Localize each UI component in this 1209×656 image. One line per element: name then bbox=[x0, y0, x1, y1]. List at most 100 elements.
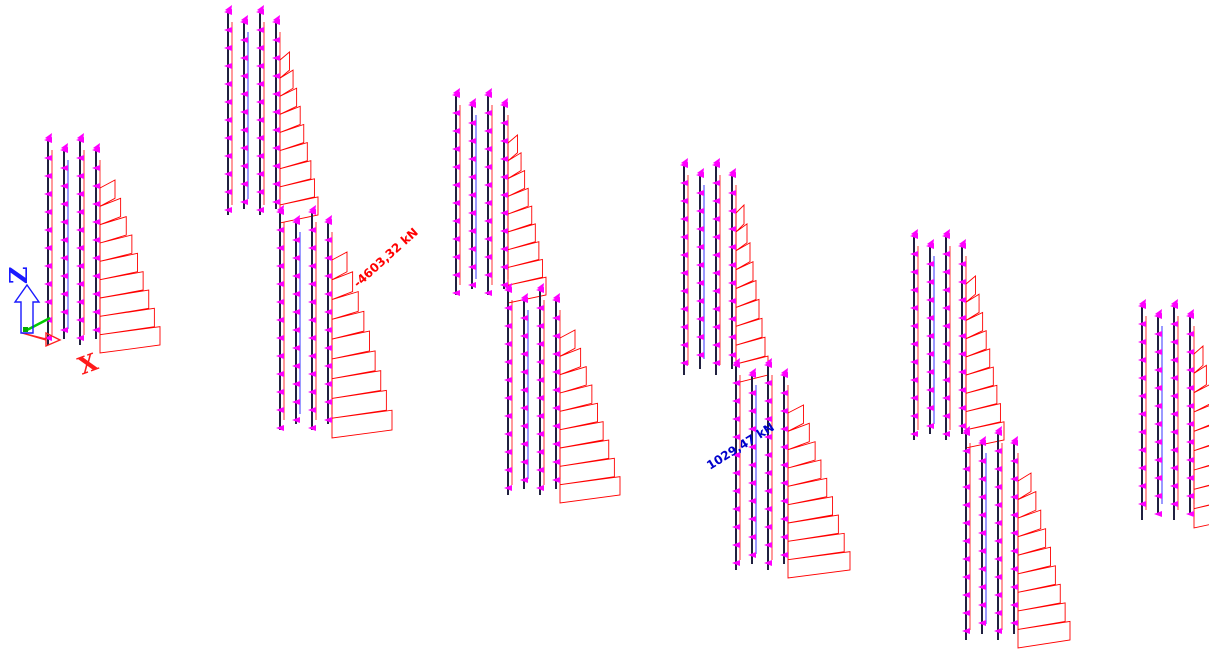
support-marker-icon bbox=[324, 399, 332, 405]
support-marker-icon bbox=[696, 280, 704, 286]
support-marker-icon bbox=[696, 226, 704, 232]
support-marker-icon bbox=[308, 227, 316, 233]
support-marker-icon bbox=[696, 352, 704, 358]
support-marker-icon bbox=[680, 216, 688, 222]
support-marker-icon bbox=[500, 282, 508, 288]
force-diagram bbox=[735, 203, 769, 384]
support-marker-icon bbox=[764, 416, 772, 422]
support-marker-icon bbox=[292, 345, 300, 351]
support-marker-icon bbox=[76, 227, 84, 233]
x-axis-arrow bbox=[21, 331, 62, 348]
support-marker-icon bbox=[1154, 511, 1162, 517]
support-marker-icon bbox=[748, 480, 756, 486]
support-marker-icon bbox=[696, 190, 704, 196]
support-marker-icon bbox=[1010, 566, 1018, 572]
support-marker-icon bbox=[276, 299, 284, 305]
support-marker-icon bbox=[308, 425, 316, 431]
support-marker-icon bbox=[224, 153, 232, 159]
support-marker-icon bbox=[452, 290, 460, 296]
support-marker-icon bbox=[536, 413, 544, 419]
support-marker-icon bbox=[92, 327, 100, 333]
support-marker-icon bbox=[504, 413, 512, 419]
support-marker-icon bbox=[1154, 475, 1162, 481]
support-marker-icon bbox=[504, 323, 512, 329]
support-marker-icon bbox=[1010, 476, 1018, 482]
support-marker-icon bbox=[926, 333, 934, 339]
support-marker-icon bbox=[959, 239, 966, 247]
support-marker-icon bbox=[958, 351, 966, 357]
support-marker-icon bbox=[484, 236, 492, 242]
support-marker-icon bbox=[978, 458, 986, 464]
support-marker-icon bbox=[994, 556, 1002, 562]
column-block bbox=[452, 88, 547, 304]
support-marker-icon bbox=[76, 155, 84, 161]
support-marker-icon bbox=[1138, 321, 1146, 327]
support-marker-icon bbox=[994, 502, 1002, 508]
support-marker-icon bbox=[1171, 299, 1178, 307]
support-marker-icon bbox=[44, 299, 52, 305]
support-marker-icon bbox=[728, 208, 736, 214]
support-marker-icon bbox=[501, 98, 508, 106]
support-marker-icon bbox=[553, 293, 560, 301]
support-marker-icon bbox=[728, 298, 736, 304]
support-marker-icon bbox=[994, 574, 1002, 580]
support-marker-icon bbox=[781, 368, 788, 376]
support-marker-icon bbox=[696, 334, 704, 340]
support-marker-icon bbox=[536, 341, 544, 347]
support-marker-icon bbox=[536, 323, 544, 329]
support-marker-icon bbox=[680, 234, 688, 240]
support-marker-icon bbox=[92, 183, 100, 189]
support-marker-icon bbox=[732, 452, 740, 458]
support-marker-icon bbox=[504, 305, 512, 311]
support-marker-icon bbox=[60, 327, 68, 333]
support-marker-icon bbox=[520, 423, 528, 429]
support-marker-icon bbox=[452, 146, 460, 152]
support-marker-icon bbox=[1186, 457, 1194, 463]
support-marker-icon bbox=[962, 628, 970, 634]
support-marker-icon bbox=[1138, 411, 1146, 417]
support-marker-icon bbox=[958, 333, 966, 339]
support-marker-icon bbox=[292, 399, 300, 405]
support-marker-icon bbox=[60, 255, 68, 261]
support-marker-icon bbox=[911, 229, 918, 237]
support-marker-icon bbox=[1154, 367, 1162, 373]
support-marker-icon bbox=[958, 279, 966, 285]
support-marker-icon bbox=[309, 205, 316, 213]
support-marker-icon bbox=[764, 506, 772, 512]
support-marker-icon bbox=[1170, 465, 1178, 471]
support-marker-icon bbox=[696, 208, 704, 214]
support-marker-icon bbox=[500, 120, 508, 126]
support-marker-icon bbox=[780, 552, 788, 558]
support-marker-icon bbox=[680, 342, 688, 348]
support-marker-icon bbox=[452, 218, 460, 224]
support-marker-icon bbox=[292, 363, 300, 369]
support-marker-icon bbox=[468, 282, 476, 288]
force-diagram bbox=[965, 275, 1005, 449]
support-marker-icon bbox=[536, 485, 544, 491]
support-marker-icon bbox=[910, 377, 918, 383]
support-marker-icon bbox=[732, 524, 740, 530]
support-marker-icon bbox=[1170, 429, 1178, 435]
support-marker-icon bbox=[224, 27, 232, 33]
support-marker-icon bbox=[748, 534, 756, 540]
support-marker-icon bbox=[224, 99, 232, 105]
support-marker-icon bbox=[256, 81, 264, 87]
support-marker-icon bbox=[276, 425, 284, 431]
support-marker-icon bbox=[536, 359, 544, 365]
support-marker-icon bbox=[732, 434, 740, 440]
support-marker-icon bbox=[978, 602, 986, 608]
support-marker-icon bbox=[910, 341, 918, 347]
support-marker-icon bbox=[60, 183, 68, 189]
support-marker-icon bbox=[552, 423, 560, 429]
force-diagram bbox=[279, 51, 319, 224]
support-marker-icon bbox=[276, 227, 284, 233]
support-marker-icon bbox=[240, 181, 248, 187]
support-marker-icon bbox=[748, 462, 756, 468]
support-marker-icon bbox=[276, 281, 284, 287]
column-block bbox=[910, 229, 1005, 449]
support-marker-icon bbox=[910, 413, 918, 419]
support-marker-icon bbox=[958, 405, 966, 411]
support-marker-icon bbox=[978, 512, 986, 518]
support-marker-icon bbox=[748, 408, 756, 414]
